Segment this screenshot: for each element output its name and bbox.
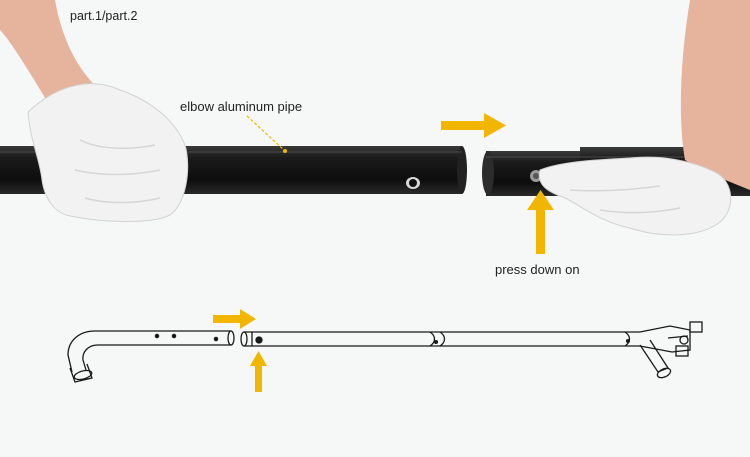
arrow-up-icon — [250, 351, 267, 392]
label-leader-line — [246, 115, 285, 151]
arrow-right-icon — [441, 113, 506, 138]
arrow-up-icon — [527, 190, 554, 254]
press-down-label: press down on — [495, 262, 580, 277]
right-gloved-hand — [538, 0, 750, 236]
part-label: part.1/part.2 — [70, 9, 138, 23]
elbow-pipe-label: elbow aluminum pipe — [180, 99, 303, 114]
pipe-line-diagram — [67, 321, 703, 383]
left-gloved-hand — [0, 0, 189, 223]
label-leader-dot — [283, 149, 287, 153]
arrow-right-icon — [213, 309, 256, 329]
